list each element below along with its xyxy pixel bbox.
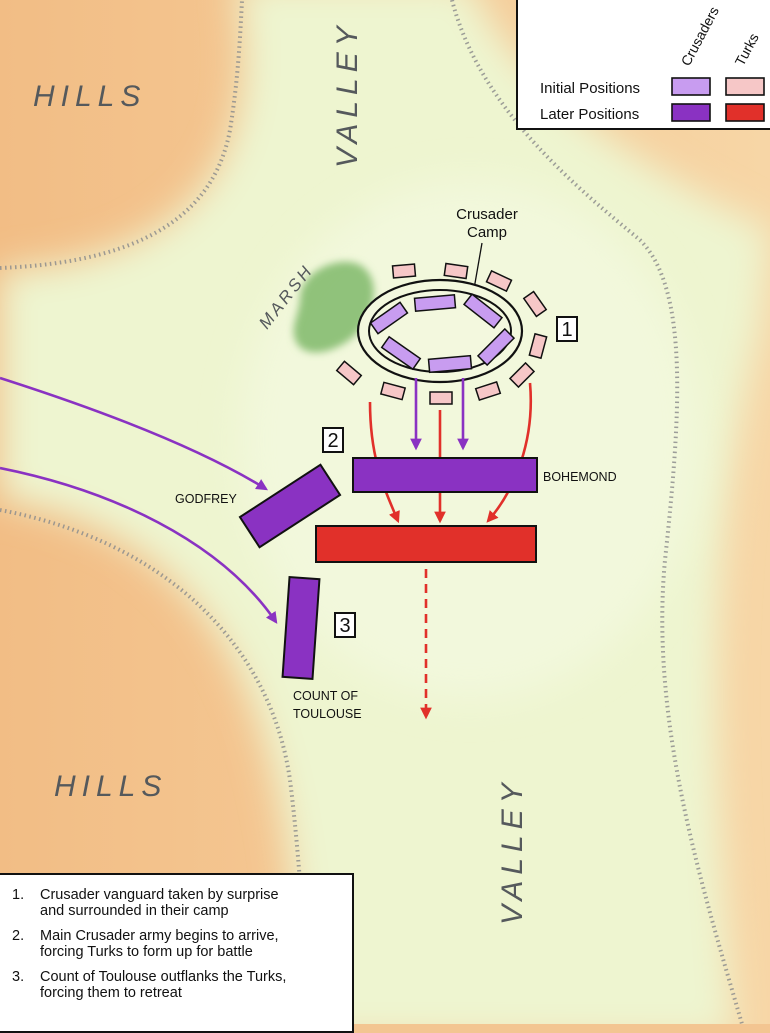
note-number: 2. bbox=[12, 928, 25, 944]
legend-col-crusaders: Crusaders bbox=[678, 4, 722, 69]
valley-label-top: VALLEY bbox=[331, 20, 364, 168]
legend-row-initial: Initial Positions bbox=[540, 80, 640, 97]
svg-text:2: 2 bbox=[327, 430, 338, 452]
crusader-unit bbox=[380, 335, 422, 371]
crusader-unit bbox=[476, 327, 516, 367]
crusaders-initial-positions bbox=[369, 293, 516, 374]
marker-1: 1 bbox=[556, 316, 578, 342]
crusader-unit bbox=[427, 354, 473, 374]
bohemond-label: BOHEMOND bbox=[543, 470, 617, 484]
note-text: Main Crusader army begins to arrive,forc… bbox=[40, 928, 279, 960]
turk-unit bbox=[429, 391, 453, 405]
marker-3: 3 bbox=[334, 612, 356, 638]
godfrey-later-position bbox=[238, 463, 342, 549]
toulouse-later-position bbox=[281, 576, 321, 680]
note-2: 2. Main Crusader army begins to arrive,f… bbox=[12, 928, 342, 960]
valley-label-bottom: VALLEY bbox=[496, 777, 529, 925]
legend-swatch-crusader-later bbox=[671, 103, 711, 122]
godfrey-label: GODFREY bbox=[175, 492, 237, 506]
legend: Crusaders Turks Initial Positions Later … bbox=[516, 0, 770, 130]
camp-label-line1: Crusader bbox=[456, 206, 518, 223]
legend-row-later: Later Positions bbox=[540, 106, 639, 123]
svg-text:3: 3 bbox=[339, 615, 350, 637]
hills-label-bottom: HILLS bbox=[54, 770, 167, 803]
movement-arrows bbox=[0, 376, 533, 720]
camp-label-pointer bbox=[473, 242, 483, 290]
turks-initial-positions bbox=[335, 262, 548, 405]
turk-unit bbox=[474, 380, 502, 402]
turk-unit bbox=[528, 332, 548, 360]
note-number: 1. bbox=[12, 887, 25, 903]
legend-swatch-turk-later bbox=[725, 103, 765, 122]
turks-later-position bbox=[315, 525, 537, 563]
note-text: Count of Toulouse outflanks the Turks,fo… bbox=[40, 969, 287, 1001]
crusader-arrow-godfrey bbox=[0, 376, 268, 491]
toulouse-label-line1: COUNT OF bbox=[293, 689, 358, 703]
crusader-unit bbox=[462, 293, 504, 329]
crusader-unit bbox=[369, 301, 409, 335]
crusader-unit bbox=[413, 293, 457, 313]
turk-unit bbox=[508, 361, 536, 389]
turk-unit bbox=[522, 290, 548, 318]
marker-2: 2 bbox=[322, 427, 344, 453]
legend-col-turks: Turks bbox=[732, 30, 762, 68]
legend-swatch-turk-initial bbox=[725, 77, 765, 96]
marsh bbox=[293, 261, 374, 353]
note-3: 3. Count of Toulouse outflanks the Turks… bbox=[12, 969, 342, 1001]
turk-unit bbox=[335, 360, 363, 386]
bohemond-later-position bbox=[352, 457, 538, 493]
toulouse-label-line2: TOULOUSE bbox=[293, 707, 362, 721]
camp-label-line2: Camp bbox=[467, 224, 507, 241]
crusader-arrow-toulouse bbox=[0, 466, 278, 624]
legend-swatch-crusader-initial bbox=[671, 77, 711, 96]
turk-unit bbox=[443, 262, 469, 280]
turk-unit bbox=[379, 381, 407, 401]
svg-text:1: 1 bbox=[561, 319, 572, 341]
turk-unit bbox=[485, 269, 513, 293]
hills-label-top: HILLS bbox=[33, 80, 146, 113]
turk-unit bbox=[391, 263, 417, 279]
note-number: 3. bbox=[12, 969, 25, 985]
